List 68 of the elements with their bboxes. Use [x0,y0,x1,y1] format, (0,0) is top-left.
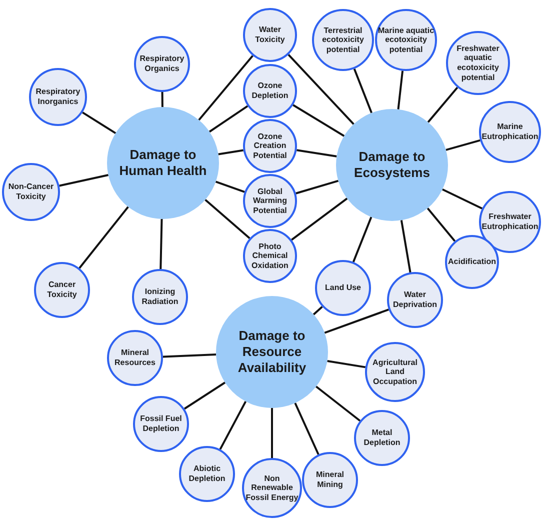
node-label: Non Renewable Fossil Energy [245,474,299,502]
node-label: Freshwater aquatic ecotoxicity potential [456,44,500,82]
node-label: Water Deprivation [392,290,438,310]
node-label: Damage to Ecosystems [353,148,431,182]
connector-line [219,400,247,450]
connector-line [426,208,456,242]
connector-line [288,54,354,125]
connector-line [397,70,404,110]
connector-line [296,149,337,158]
node-label: Ionizing Radiation [140,287,180,307]
node-label: Ozone Creation Potential [252,132,288,160]
connector-line [59,174,109,187]
indicator-circle [243,229,297,283]
connector-line [208,105,248,133]
connector-line [82,112,116,134]
node-label: Agricultural Land Occupation [372,358,418,386]
node-label: Acidification [448,257,496,267]
indicator-circle [445,235,499,289]
node-label: Abiotic Depletion [188,464,226,484]
connector-line [218,149,244,156]
connector-line [446,139,480,151]
connector-line [294,402,320,455]
node-label: Cancer Toxicity [46,280,78,300]
connector-line [271,408,273,458]
indicator-circle [302,452,358,508]
node-label: Non-Cancer Toxicity [7,182,55,202]
node-label: Photo Chemical Oxidation [250,242,290,270]
node-label: Terrestrial ecotoxicity potential [321,26,365,54]
node-label: Water Toxicity [254,25,286,45]
connector-line [324,308,390,334]
connector-line [160,218,163,270]
connector-line [215,180,245,193]
node-label: Respiratory Organics [138,54,186,74]
connector-line [400,220,412,273]
connector-line [316,386,361,422]
node-label: Fossil Fuel Depletion [139,414,183,434]
node-label: Mineral Mining [314,470,345,490]
connector-line [353,68,372,114]
node-label: Respiratory Inorganics [34,87,82,107]
connector-line [198,55,254,121]
node-label: Damage to Human Health [118,146,208,180]
node-label: Marine Eutrophication [482,122,538,142]
node-label: Ozone Depletion [250,81,290,101]
connector-line [184,382,226,410]
indicator-circle [243,174,297,228]
node-label: Damage to Resource Availability [236,328,308,376]
connector-line [161,92,164,108]
node-label: Marine aquatic ecotoxicity potential [378,26,434,54]
connector-line [427,86,458,123]
connector-line [162,353,216,358]
connector-line [291,198,348,241]
connector-line [442,188,483,210]
connector-line [327,360,366,368]
connector-line [78,206,129,269]
node-label: Land Use [324,283,361,293]
indicator-circle [243,8,297,62]
node-label: Metal Depletion [362,428,402,448]
connector-line [312,306,323,316]
connector-line [352,216,372,262]
node-label: Global Warming Potential [252,186,288,216]
indicator-circle [243,64,297,118]
indicator-circle [315,260,371,316]
connector-line [296,180,339,194]
connector-line [292,104,345,137]
indicator-circle [243,119,297,173]
node-label: Freshwater Eutrophication [482,212,538,232]
node-label: Mineral Resources [114,348,156,368]
connector-line [204,198,250,240]
